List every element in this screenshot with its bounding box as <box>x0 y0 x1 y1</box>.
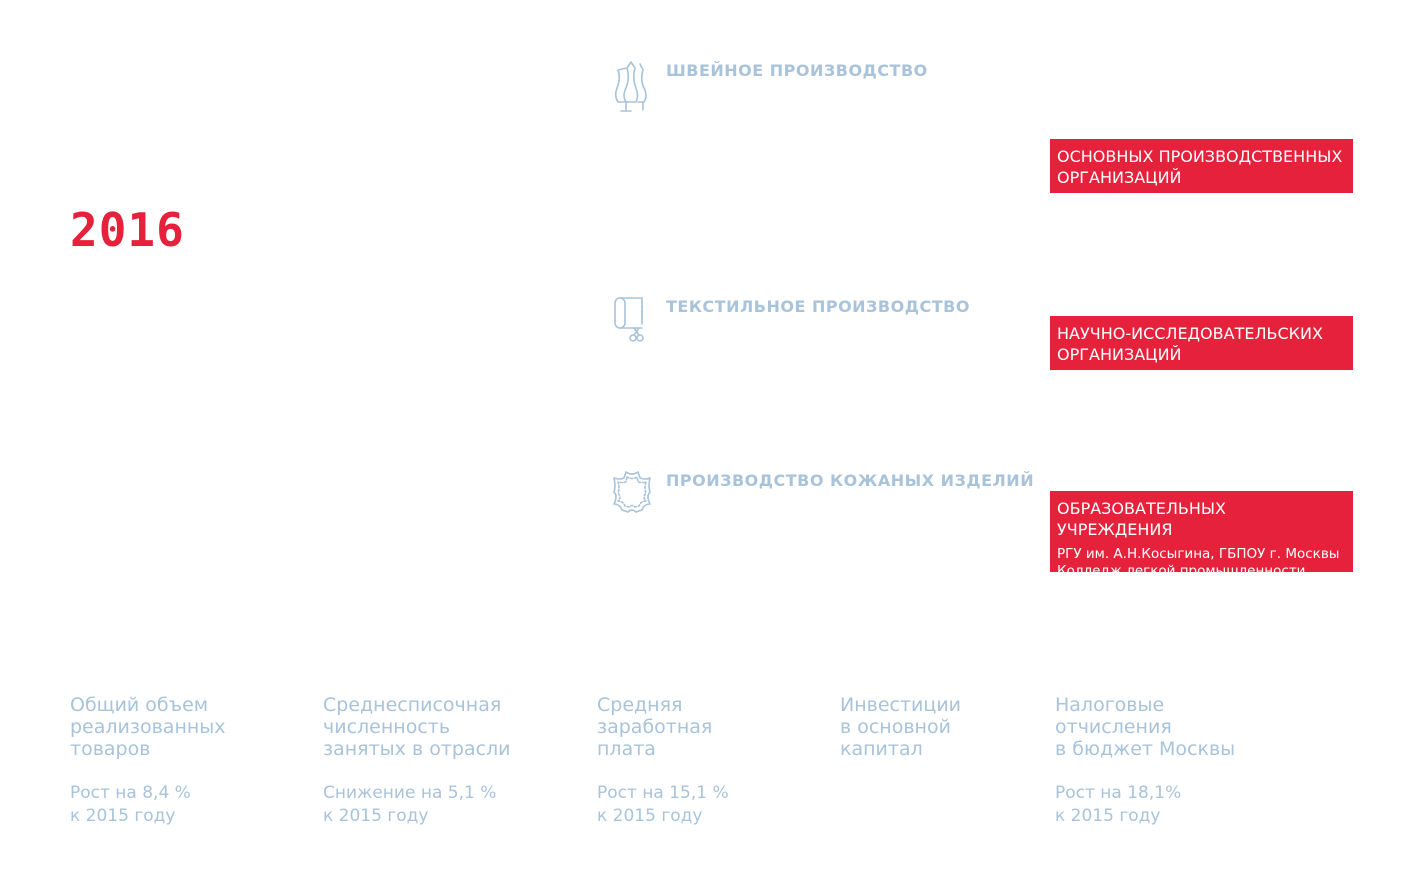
stat-name: Средняя заработная плата <box>597 694 713 760</box>
mannequin-icon <box>612 58 654 114</box>
org-box-research: НАУЧНО-ИССЛЕДОВАТЕЛЬСКИХ ОРГАНИЗАЦИЙ <box>1050 316 1353 370</box>
stat-name: Общий объем реализованных товаров <box>70 694 226 760</box>
org-box-education: ОБРАЗОВАТЕЛЬНЫХ УЧРЕЖДЕНИЯ РГУ им. А.Н.К… <box>1050 491 1353 579</box>
stat-employment: Среднесписочная численность занятых в от… <box>323 694 511 828</box>
industry-label: ШВЕЙНОЕ ПРОИЗВОДСТВО <box>666 61 928 80</box>
org-box-production: ОСНОВНЫХ ПРОИЗВОДСТВЕННЫХ ОРГАНИЗАЦИЙ <box>1050 139 1353 193</box>
industry-label: ПРОИЗВОДСТВО КОЖАНЫХ ИЗДЕЛИЙ <box>666 471 1035 490</box>
industry-leather: ПРОИЗВОДСТВО КОЖАНЫХ ИЗДЕЛИЙ <box>612 468 1034 524</box>
stat-salary: Средняя заработная плата Рост на 15,1 % … <box>597 694 729 828</box>
stat-change: Снижение на 5,1 % к 2015 году <box>323 783 497 826</box>
stat-change: Рост на 15,1 % к 2015 году <box>597 783 729 826</box>
org-title: ОСНОВНЫХ ПРОИЗВОДСТВЕННЫХ ОРГАНИЗАЦИЙ <box>1057 147 1343 187</box>
industry-sewing: ШВЕЙНОЕ ПРОИЗВОДСТВО <box>612 58 928 114</box>
stat-investment: Инвестиции в основной капитал <box>840 694 961 782</box>
leather-hide-icon <box>612 468 654 524</box>
stat-taxes: Налоговые отчисления в бюджет Москвы Рос… <box>1055 694 1235 828</box>
fabric-roll-scissors-icon <box>612 294 654 350</box>
year-heading: 2016 <box>70 203 185 257</box>
org-title: НАУЧНО-ИССЛЕДОВАТЕЛЬСКИХ ОРГАНИЗАЦИЙ <box>1057 324 1323 364</box>
stat-name: Инвестиции в основной капитал <box>840 694 962 760</box>
stat-change: Рост на 18,1% к 2015 году <box>1055 783 1182 826</box>
industry-textile: ТЕКСТИЛЬНОЕ ПРОИЗВОДСТВО <box>612 294 970 350</box>
org-title: ОБРАЗОВАТЕЛЬНЫХ УЧРЕЖДЕНИЯ <box>1057 499 1226 539</box>
org-subtitle: РГУ им. А.Н.Косыгина, ГБПОУ г. Москвы Ко… <box>1057 546 1340 579</box>
stat-name: Среднесписочная численность занятых в от… <box>323 694 511 760</box>
stat-change: Рост на 8,4 % к 2015 году <box>70 783 191 826</box>
stat-name: Налоговые отчисления в бюджет Москвы <box>1055 694 1236 760</box>
stat-sales-volume: Общий объем реализованных товаров Рост н… <box>70 694 226 828</box>
industry-label: ТЕКСТИЛЬНОЕ ПРОИЗВОДСТВО <box>666 297 970 316</box>
